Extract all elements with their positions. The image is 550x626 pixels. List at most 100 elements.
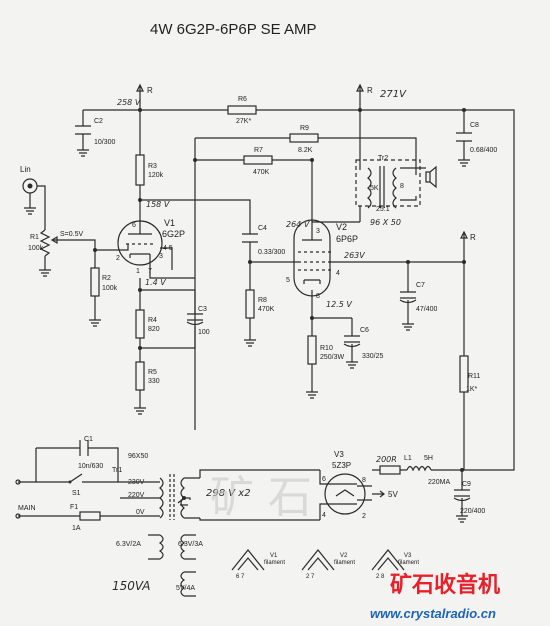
svg-text:filament: filament bbox=[398, 560, 419, 566]
svg-text:1.4 V: 1.4 V bbox=[145, 278, 166, 287]
resistor-r5: R5 330 bbox=[134, 361, 160, 415]
svg-text:470K: 470K bbox=[258, 306, 275, 313]
fuse-f1: F1 1A bbox=[70, 504, 101, 532]
input-jack: Lin bbox=[20, 165, 46, 230]
svg-text:V2: V2 bbox=[340, 553, 348, 559]
rail-r-label-1: R bbox=[147, 86, 153, 95]
svg-text:10/300: 10/300 bbox=[94, 139, 116, 146]
svg-text:R10: R10 bbox=[320, 345, 333, 352]
rail-r-label-2: R bbox=[367, 86, 373, 95]
svg-text:V1: V1 bbox=[270, 553, 278, 559]
filament-v2: V2 filament 2 7 bbox=[301, 549, 355, 580]
capacitor-c3: C3 100 bbox=[140, 289, 210, 349]
watermark-chars: 矿 石 bbox=[210, 472, 312, 523]
mains-input: MAIN bbox=[15, 479, 120, 519]
capacitor-c1: C1 10n/630 bbox=[36, 436, 119, 482]
svg-text:47/400: 47/400 bbox=[416, 306, 438, 313]
svg-text:R5: R5 bbox=[148, 369, 157, 376]
svg-text:3: 3 bbox=[159, 253, 163, 260]
resistor-r10: R10 250/3W bbox=[306, 316, 352, 399]
svg-text:filament: filament bbox=[334, 560, 355, 566]
svg-text:R3: R3 bbox=[148, 163, 157, 170]
svg-text:Lin: Lin bbox=[20, 165, 31, 174]
svg-text:C7: C7 bbox=[416, 282, 425, 289]
svg-text:5Z3P: 5Z3P bbox=[332, 461, 351, 470]
svg-text:10n/630: 10n/630 bbox=[78, 463, 103, 470]
capacitor-c7: C7 47/400 bbox=[370, 260, 464, 331]
schematic-title: 4W 6G2P-6P6P SE AMP bbox=[150, 21, 316, 38]
svg-text:8.2K: 8.2K bbox=[298, 147, 313, 154]
svg-text:L1: L1 bbox=[404, 455, 412, 462]
filament-v1: V1 filament 6 7 bbox=[231, 549, 285, 580]
svg-text:C1: C1 bbox=[84, 436, 93, 443]
svg-text:2 7: 2 7 bbox=[306, 574, 315, 580]
svg-text:2: 2 bbox=[116, 255, 120, 262]
svg-text:MAIN: MAIN bbox=[18, 505, 36, 512]
filament-v3: V3 filament 2 8 bbox=[371, 549, 419, 580]
svg-text:5H: 5H bbox=[424, 455, 433, 462]
svg-text:470K: 470K bbox=[253, 169, 270, 176]
svg-text:R9: R9 bbox=[300, 125, 309, 132]
capacitor-c9: C9 220/400 bbox=[453, 470, 485, 523]
resistor-r3: R3 120k 158 V bbox=[135, 110, 170, 222]
resistor-r11: R R11 1K* bbox=[459, 230, 480, 470]
svg-text:1K*: 1K* bbox=[466, 386, 478, 393]
svg-text:6G2P: 6G2P bbox=[162, 229, 185, 239]
svg-text:6.3V/3A: 6.3V/3A bbox=[178, 541, 203, 548]
svg-text:0V: 0V bbox=[136, 509, 145, 516]
svg-text:R7: R7 bbox=[254, 147, 263, 154]
svg-text:C3: C3 bbox=[198, 306, 207, 313]
output-transformer-tr2: Tr2 5K 8 25:1 96 X 50 bbox=[355, 110, 437, 227]
power-transformer-tr1: 96X50 Tr1 230V 220V 0V 298 V x2 6.3V/2A … bbox=[112, 453, 320, 597]
tube-v3-5z3p: V3 5Z3P 6 8 4 2 5V bbox=[319, 450, 398, 520]
svg-text:F1: F1 bbox=[70, 504, 78, 511]
svg-text:100k: 100k bbox=[28, 245, 44, 252]
svg-text:150VA: 150VA bbox=[112, 579, 151, 593]
svg-text:4: 4 bbox=[322, 512, 326, 519]
svg-text:220V: 220V bbox=[128, 492, 145, 499]
resistor-r4: R4 820 bbox=[135, 278, 160, 362]
svg-text:220/400: 220/400 bbox=[460, 508, 485, 515]
svg-text:200R: 200R bbox=[376, 455, 397, 464]
svg-text:220MA: 220MA bbox=[428, 479, 451, 486]
svg-text:6: 6 bbox=[322, 476, 326, 483]
svg-text:R4: R4 bbox=[148, 317, 157, 324]
svg-text:3: 3 bbox=[316, 228, 320, 235]
svg-text:330: 330 bbox=[148, 378, 160, 385]
svg-text:100: 100 bbox=[198, 329, 210, 336]
svg-text:8: 8 bbox=[316, 293, 320, 300]
svg-text:5K: 5K bbox=[370, 185, 379, 192]
tube-v2-6p6p: 264 V V2 6P6P 3 4 5 8 263V 12.5 V bbox=[286, 160, 370, 318]
svg-text:27K*: 27K* bbox=[236, 118, 251, 125]
tube-v1-6g2p: V1 6G2P 6 2 1 7 3 4 5 1.4 V bbox=[116, 218, 195, 287]
capacitor-c8: C8 0.68/400 bbox=[456, 108, 515, 471]
svg-text:filament: filament bbox=[264, 560, 285, 566]
svg-text:V2: V2 bbox=[336, 222, 347, 232]
svg-text:C4: C4 bbox=[258, 225, 267, 232]
svg-text:C9: C9 bbox=[462, 481, 471, 488]
svg-text:25:1: 25:1 bbox=[376, 206, 390, 213]
crystalradio-logo: 矿石收音机 www.crystalradio.cn bbox=[370, 572, 500, 621]
svg-text:R1: R1 bbox=[30, 234, 39, 241]
svg-text:158 V: 158 V bbox=[146, 200, 170, 209]
logo-url: www.crystalradio.cn bbox=[370, 606, 496, 621]
svg-text:C6: C6 bbox=[360, 327, 369, 334]
svg-text:8: 8 bbox=[400, 183, 404, 190]
svg-text:2 8: 2 8 bbox=[376, 574, 385, 580]
logo-text: 矿石收音机 bbox=[390, 572, 500, 598]
svg-text:820: 820 bbox=[148, 326, 160, 333]
svg-text:6.3V/2A: 6.3V/2A bbox=[116, 541, 141, 548]
svg-text:6: 6 bbox=[132, 222, 136, 229]
svg-text:1: 1 bbox=[136, 268, 140, 275]
svg-text:330/25: 330/25 bbox=[362, 353, 384, 360]
svg-text:1A: 1A bbox=[72, 525, 81, 532]
svg-text:5V/4A: 5V/4A bbox=[176, 585, 195, 592]
svg-text:R: R bbox=[470, 233, 476, 242]
svg-text:0.33/300: 0.33/300 bbox=[258, 249, 285, 256]
supply-rail: R R 258 V 271V bbox=[83, 83, 464, 112]
svg-text:4 5: 4 5 bbox=[163, 245, 173, 252]
svg-text:V3: V3 bbox=[404, 553, 412, 559]
resistor-r6: R6 27K* bbox=[227, 96, 257, 125]
choke-l1: 200R L1 5H 220MA bbox=[372, 455, 464, 486]
